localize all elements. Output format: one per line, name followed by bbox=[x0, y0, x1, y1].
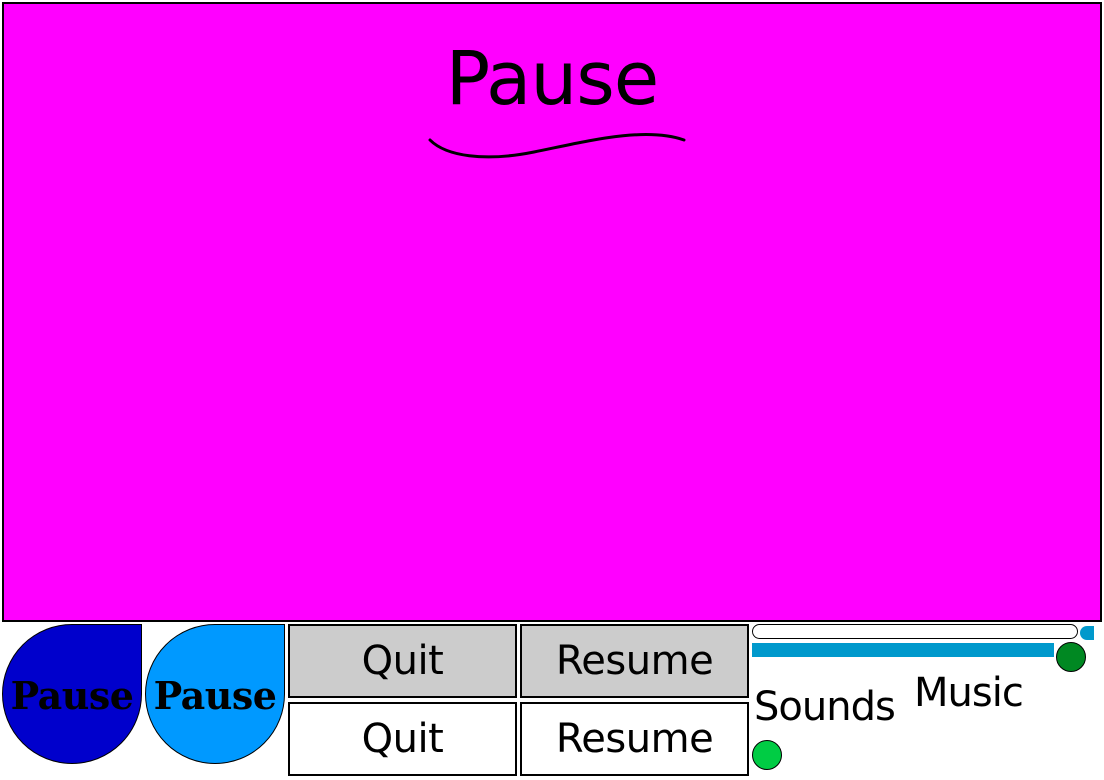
pause-button-normal[interactable]: Pause bbox=[2, 624, 142, 764]
sounds-label: Sounds bbox=[754, 684, 896, 730]
quit-button-hover[interactable]: Quit bbox=[288, 624, 517, 698]
slider-knob-dark[interactable] bbox=[1056, 642, 1086, 672]
quit-button[interactable]: Quit bbox=[288, 702, 517, 776]
slider-knob-light[interactable] bbox=[752, 740, 782, 770]
resume-button[interactable]: Resume bbox=[520, 702, 749, 776]
pause-button-label: Pause bbox=[153, 673, 277, 718]
pause-button-highlighted[interactable]: Pause bbox=[145, 624, 285, 764]
pause-panel: Pause bbox=[2, 2, 1102, 622]
slider-track-filled[interactable] bbox=[752, 643, 1054, 657]
pause-title: Pause bbox=[445, 36, 660, 122]
resume-button-hover[interactable]: Resume bbox=[520, 624, 749, 698]
music-label: Music bbox=[914, 670, 1024, 716]
slider-track-empty[interactable] bbox=[752, 624, 1078, 639]
pause-button-label: Pause bbox=[10, 673, 134, 718]
title-underline-swash bbox=[428, 133, 686, 159]
slider-track-cap bbox=[1080, 626, 1094, 640]
